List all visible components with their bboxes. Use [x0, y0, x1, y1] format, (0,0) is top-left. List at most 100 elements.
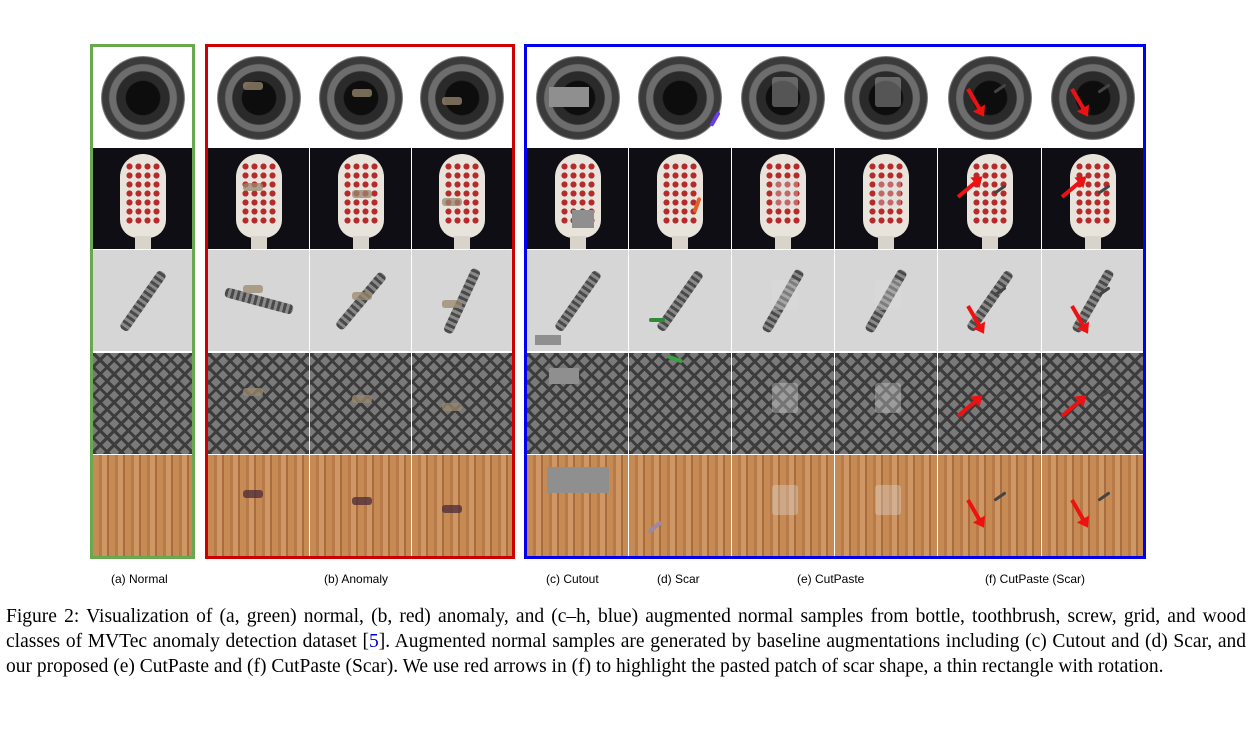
wood-cutpaste-scar-1-image	[938, 455, 1041, 556]
toothbrush-cutpaste-1-image	[732, 148, 834, 249]
pasted-patch	[875, 485, 901, 515]
bottle-anomaly-3-image	[412, 47, 512, 148]
pasted-patch	[875, 280, 901, 310]
grid-cutout-image	[527, 353, 628, 454]
anomaly-defect	[243, 388, 263, 396]
scar-mark	[647, 520, 663, 534]
pasted-patch	[772, 178, 798, 208]
pasted-scar	[993, 491, 1007, 502]
anomaly-defect	[352, 89, 372, 97]
label-cutout: (c) Cutout	[546, 572, 599, 586]
pasted-patch	[772, 77, 798, 107]
toothbrush-cutpaste-scar-1-image	[938, 148, 1041, 249]
bottle-normal-image	[93, 47, 192, 148]
toothbrush-cutpaste-scar-2-image	[1042, 148, 1143, 249]
toothbrush-anomaly-2-image	[310, 148, 411, 249]
brush-bristles	[662, 162, 698, 224]
brush-neck	[352, 236, 369, 249]
grid-anomaly-2-image	[310, 353, 411, 454]
brush-neck	[1084, 236, 1101, 249]
bottle-cutpaste-scar-2-image	[1042, 47, 1143, 148]
wood-normal-image	[93, 455, 192, 556]
figure-caption: Figure 2: Visualization of (a, green) no…	[6, 604, 1246, 679]
cutout-patch	[572, 210, 594, 228]
brush-neck	[134, 236, 151, 249]
wood-anomaly-2-image	[310, 455, 411, 556]
caption-text-start: Figure 2: Visualization of (a, green) no…	[6, 606, 1246, 652]
brush-neck	[775, 236, 791, 249]
bottle-cutpaste-2-image	[835, 47, 937, 148]
bottle-mouth	[318, 55, 403, 140]
wood-cutpaste-scar-2-image	[1042, 455, 1143, 556]
anomaly-defect	[352, 497, 372, 505]
pasted-scar	[1097, 491, 1111, 502]
normal-frame	[90, 44, 195, 559]
brush-bristles	[124, 162, 161, 224]
screw-body	[965, 268, 1014, 333]
anomaly-defect	[442, 505, 462, 513]
pasted-patch	[875, 178, 901, 208]
screw-body	[118, 268, 167, 333]
pasted-scar	[1097, 389, 1111, 400]
screw-cutpaste-scar-2-image	[1042, 250, 1143, 351]
brush-neck	[454, 236, 470, 249]
bottle-mouth	[1050, 55, 1135, 140]
brush-bristles	[444, 162, 480, 224]
pasted-patch	[875, 383, 901, 413]
screw-body	[334, 270, 387, 331]
anomaly-defect	[352, 395, 372, 403]
screw-body	[655, 268, 705, 333]
citation-link[interactable]: 5	[368, 631, 379, 652]
wood-scar-image	[629, 455, 731, 556]
caption-text-end: ]. Augmented normal samples are generate…	[6, 631, 1246, 677]
toothbrush-scar-image	[629, 148, 731, 249]
cutout-patch	[549, 368, 579, 384]
screw-anomaly-3-image	[412, 250, 512, 351]
screw-cutpaste-2-image	[835, 250, 937, 351]
toothbrush-cutpaste-2-image	[835, 148, 937, 249]
red-arrow-icon	[956, 397, 980, 418]
scar-mark	[649, 318, 665, 322]
bottle-scar-image	[629, 47, 731, 148]
red-arrow-icon	[1060, 397, 1084, 418]
grid-cutpaste-1-image	[732, 353, 834, 454]
brush-neck	[569, 236, 586, 249]
bottle-mouth	[638, 55, 722, 140]
toothbrush-cutout-image	[527, 148, 628, 249]
screw-scar-image	[629, 250, 731, 351]
brush-bristles	[240, 162, 277, 224]
anomaly-defect	[243, 490, 263, 498]
red-arrow-icon	[1070, 499, 1087, 524]
brush-neck	[878, 236, 894, 249]
grid-anomaly-1-image	[208, 353, 309, 454]
label-anomaly: (b) Anomaly	[324, 572, 389, 586]
wood-anomaly-3-image	[412, 455, 512, 556]
bottle-mouth	[844, 55, 928, 140]
bottle-cutpaste-scar-1-image	[938, 47, 1041, 148]
pasted-patch	[875, 77, 901, 107]
wood-cutpaste-1-image	[732, 455, 834, 556]
label-cutpaste-scar: (f) CutPaste (Scar)	[985, 572, 1086, 586]
screw-cutpaste-1-image	[732, 250, 834, 351]
scar-mark	[666, 354, 684, 364]
anomaly-defect	[352, 292, 372, 300]
anomaly-defect	[442, 403, 462, 411]
screw-anomaly-2-image	[310, 250, 411, 351]
screw-body	[1070, 267, 1115, 334]
screw-normal-image	[93, 250, 192, 351]
bottle-mouth	[741, 55, 825, 140]
screw-cutpaste-scar-1-image	[938, 250, 1041, 351]
augmented-frame	[524, 44, 1146, 559]
grid-anomaly-3-image	[412, 353, 512, 454]
cutout-patch	[547, 467, 609, 493]
pasted-scar	[993, 389, 1007, 400]
pasted-patch	[772, 280, 798, 310]
toothbrush-normal-image	[93, 148, 192, 249]
bottle-anomaly-1-image	[208, 47, 309, 148]
anomaly-defect	[442, 300, 462, 308]
grid-cutpaste-scar-1-image	[938, 353, 1041, 454]
grid-cutpaste-scar-2-image	[1042, 353, 1143, 454]
pasted-patch	[772, 383, 798, 413]
anomaly-defect	[352, 190, 372, 198]
bottle-mouth	[216, 55, 301, 140]
